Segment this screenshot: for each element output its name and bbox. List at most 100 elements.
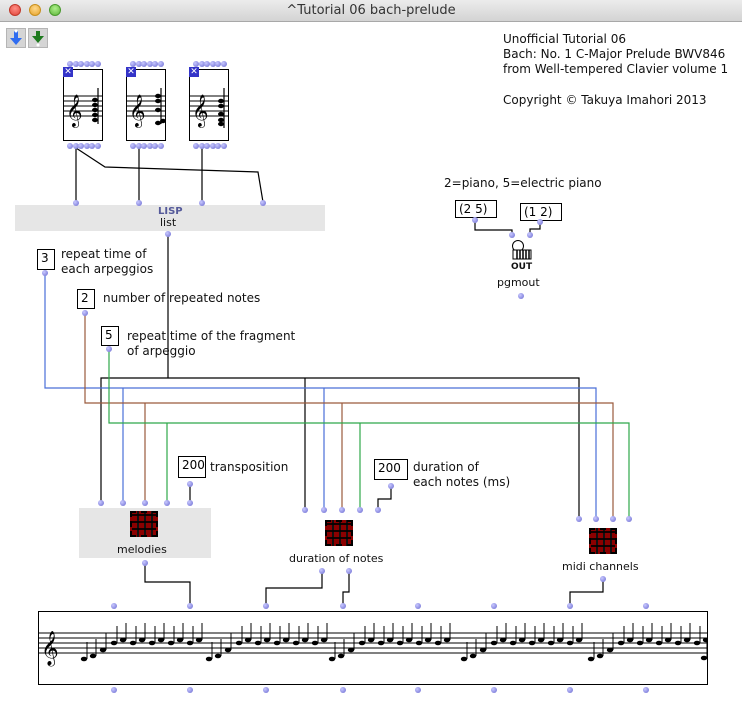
inlet-outlet[interactable] (215, 143, 221, 149)
inlet-outlet[interactable] (567, 603, 573, 609)
inlet-outlet[interactable] (164, 500, 170, 506)
inlet-outlet[interactable] (89, 61, 95, 67)
inlet-outlet[interactable] (204, 143, 210, 149)
inlet-outlet[interactable] (491, 687, 497, 693)
inlet-outlet[interactable] (120, 500, 126, 506)
inlet-outlet[interactable] (626, 516, 632, 522)
channels-input[interactable]: (1 2) (520, 203, 562, 221)
inlet-outlet[interactable] (111, 603, 117, 609)
inlet-outlet[interactable] (78, 61, 84, 67)
minimize-window-button[interactable] (29, 4, 41, 16)
inlet-outlet[interactable] (527, 232, 533, 238)
inlet-outlet[interactable] (94, 61, 101, 67)
inlet-outlet[interactable] (141, 61, 147, 67)
inlet-outlet[interactable] (152, 61, 158, 67)
inlet-outlet[interactable] (152, 143, 158, 149)
inlet-outlet[interactable] (82, 310, 88, 316)
inlet-outlet[interactable] (375, 507, 381, 513)
inlet-outlet[interactable] (263, 603, 269, 609)
inlet-outlet[interactable] (67, 143, 73, 149)
inlet-outlet[interactable] (220, 143, 227, 149)
inlet-outlet[interactable] (198, 61, 205, 67)
repeat-arpeggio-input[interactable]: 3 (37, 249, 55, 270)
chord-box-2[interactable]: ✕ 𝄞 (126, 67, 166, 141)
inlet-outlet[interactable] (593, 516, 599, 522)
inlet-outlet[interactable] (130, 143, 136, 149)
inlet-outlet[interactable] (142, 500, 148, 506)
inlet-outlet[interactable] (146, 61, 153, 67)
inlet-outlet[interactable] (142, 560, 148, 566)
transposition-input[interactable]: 200 (178, 456, 206, 478)
inlet-outlet[interactable] (42, 270, 48, 276)
inlet-outlet[interactable] (537, 219, 543, 225)
inlet-outlet[interactable] (94, 143, 101, 149)
melodies-patch-box[interactable]: melodies (79, 508, 211, 558)
inlet-outlet[interactable] (209, 143, 216, 149)
repeat-fragment-input[interactable]: 5 (101, 326, 119, 346)
inlet-outlet[interactable] (357, 507, 363, 513)
inlet-outlet[interactable] (72, 61, 79, 67)
inlet-outlet[interactable] (302, 507, 308, 513)
inlet-outlet[interactable] (135, 61, 142, 67)
inlet-outlet[interactable] (187, 481, 193, 487)
inlet-outlet[interactable] (98, 500, 104, 506)
chord-box-3[interactable]: ✕ 𝄞 (189, 67, 229, 141)
inlet-outlet[interactable] (78, 143, 84, 149)
inlet-outlet[interactable] (83, 143, 90, 149)
patch-canvas[interactable]: Unofficial Tutorial 06 Bach: No. 1 C-Maj… (0, 22, 742, 719)
inlet-outlet[interactable] (319, 568, 325, 574)
score-editor-box[interactable]: 𝄞 (38, 611, 710, 685)
inlet-outlet[interactable] (111, 687, 117, 693)
chord-box-1[interactable]: ✕ 𝄞 (63, 67, 103, 141)
close-x-icon[interactable]: ✕ (189, 67, 199, 77)
eval-button-green[interactable] (28, 28, 48, 48)
inlet-outlet[interactable] (643, 687, 649, 693)
inlet-outlet[interactable] (89, 143, 95, 149)
inlet-outlet[interactable] (340, 603, 346, 609)
midi-channels-patch-icon[interactable] (589, 528, 617, 554)
inlet-outlet[interactable] (600, 576, 606, 582)
close-x-icon[interactable]: ✕ (63, 67, 73, 77)
inlet-outlet[interactable] (187, 687, 193, 693)
inlet-outlet[interactable] (67, 61, 73, 67)
inlet-outlet[interactable] (643, 603, 649, 609)
inlet-outlet[interactable] (415, 603, 421, 609)
lisp-list-box[interactable]: LISP list (15, 205, 325, 231)
inlet-outlet[interactable] (204, 61, 210, 67)
duration-input[interactable]: 200 (374, 459, 408, 480)
inlet-outlet[interactable] (157, 143, 164, 149)
inlet-outlet[interactable] (198, 143, 205, 149)
inlet-outlet[interactable] (199, 200, 205, 206)
inlet-outlet[interactable] (165, 231, 171, 237)
zoom-window-button[interactable] (49, 4, 61, 16)
inlet-outlet[interactable] (472, 217, 478, 223)
repeated-notes-input[interactable]: 2 (77, 289, 95, 309)
inlet-outlet[interactable] (346, 568, 352, 574)
inlet-outlet[interactable] (215, 61, 221, 67)
eval-button-blue[interactable] (6, 28, 26, 48)
inlet-outlet[interactable] (518, 293, 524, 299)
inlet-outlet[interactable] (220, 61, 227, 67)
inlet-outlet[interactable] (415, 687, 421, 693)
inlet-outlet[interactable] (339, 507, 345, 513)
inlet-outlet[interactable] (146, 143, 153, 149)
inlet-outlet[interactable] (135, 143, 142, 149)
pgmout-box[interactable] (510, 240, 534, 264)
inlet-outlet[interactable] (610, 516, 616, 522)
inlet-outlet[interactable] (209, 61, 216, 67)
inlet-outlet[interactable] (321, 507, 327, 513)
close-x-icon[interactable]: ✕ (126, 67, 136, 77)
programs-input[interactable]: (2 5) (455, 200, 497, 218)
inlet-outlet[interactable] (263, 687, 269, 693)
inlet-outlet[interactable] (141, 143, 147, 149)
inlet-outlet[interactable] (157, 61, 164, 67)
inlet-outlet[interactable] (187, 603, 193, 609)
inlet-outlet[interactable] (73, 200, 79, 206)
inlet-outlet[interactable] (83, 61, 90, 67)
inlet-outlet[interactable] (567, 687, 573, 693)
inlet-outlet[interactable] (72, 143, 79, 149)
duration-patch-icon[interactable] (325, 520, 353, 546)
inlet-outlet[interactable] (136, 200, 142, 206)
inlet-outlet[interactable] (260, 200, 266, 206)
close-window-button[interactable] (9, 4, 21, 16)
